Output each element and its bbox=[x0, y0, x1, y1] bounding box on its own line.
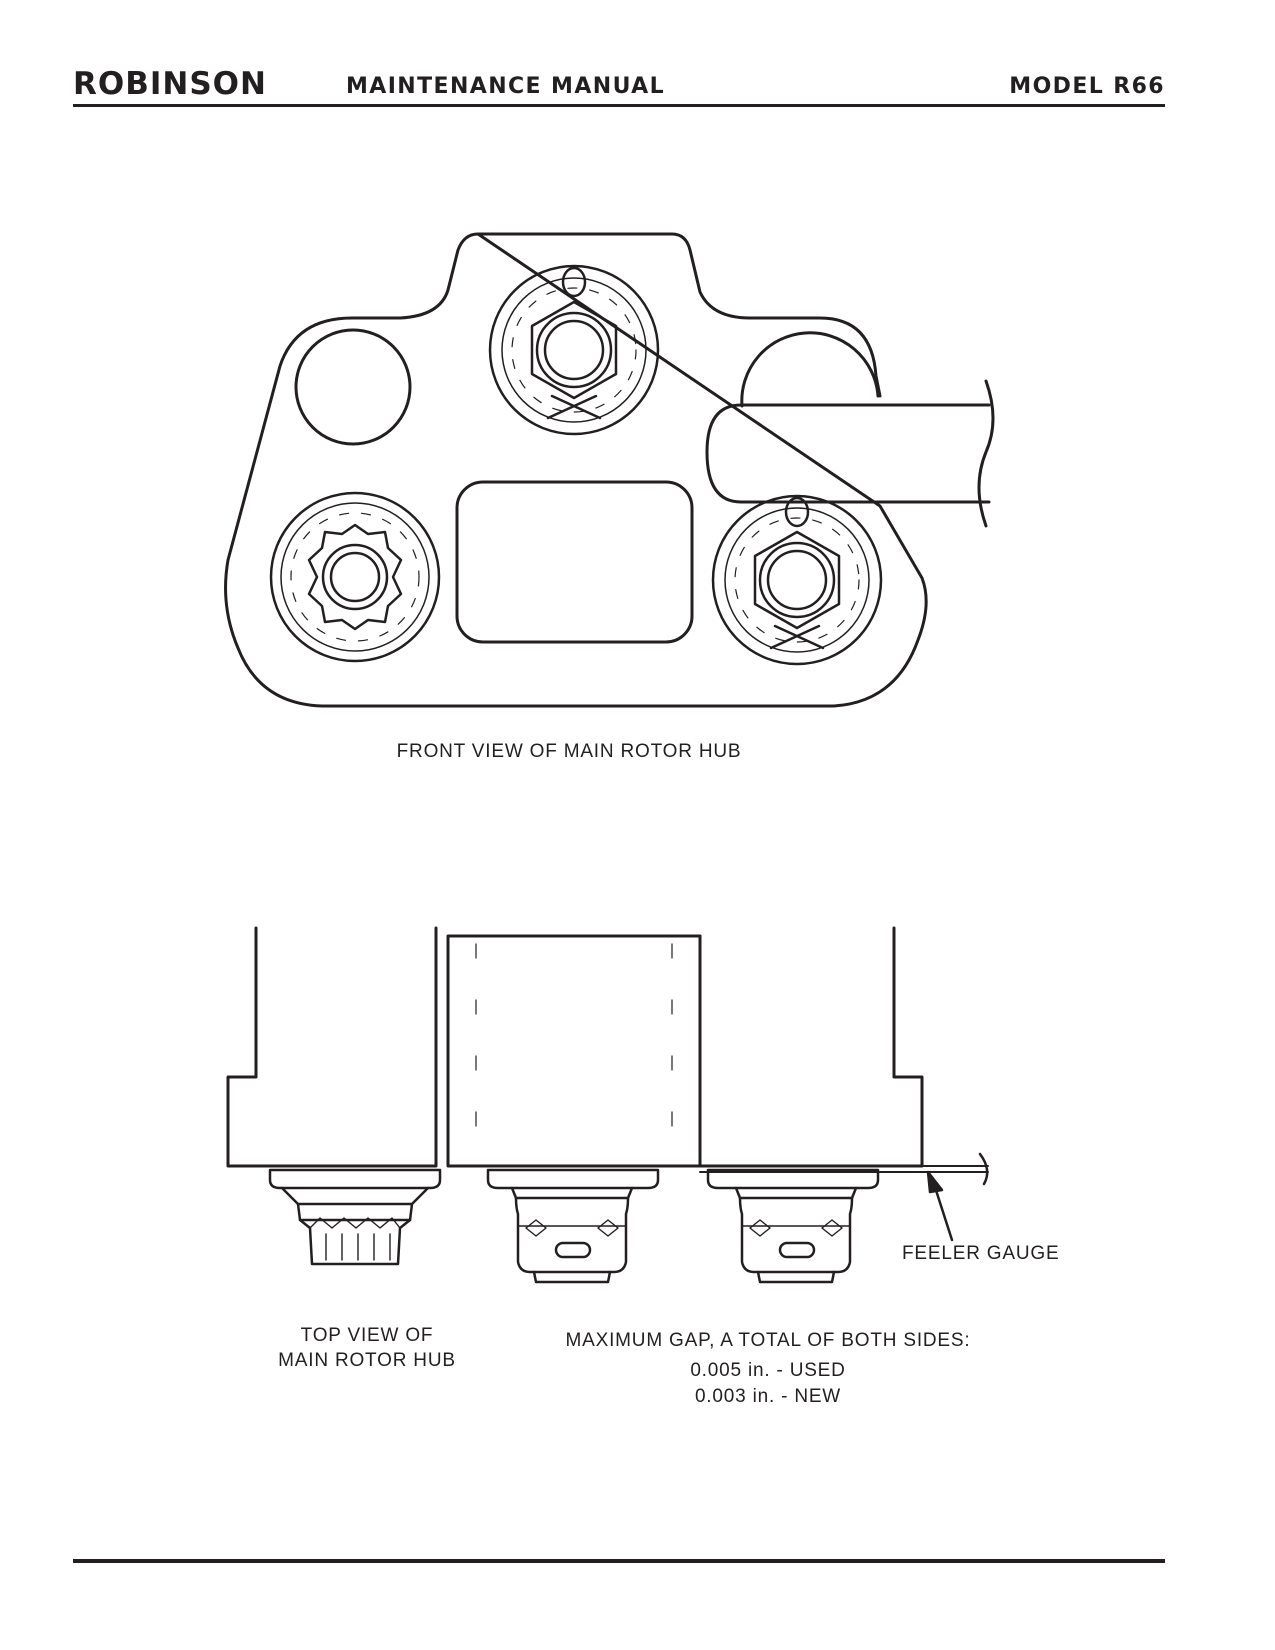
bolt-lower-right bbox=[711, 494, 883, 666]
hub-front-outline bbox=[224, 232, 928, 708]
feeler-gauge bbox=[699, 1152, 989, 1186]
model-label: MODEL R66 bbox=[1009, 74, 1165, 99]
nut-center bbox=[486, 1168, 660, 1284]
top-view-caption-line2: MAIN ROTOR HUB bbox=[278, 1350, 456, 1371]
top-view-caption-line1: TOP VIEW OF bbox=[300, 1325, 434, 1346]
blade-break bbox=[977, 379, 995, 528]
page-header: ROBINSON MAINTENANCE MANUAL MODEL R66 bbox=[73, 66, 1165, 110]
nut-right bbox=[706, 1168, 880, 1284]
gap-new: 0.003 in. - NEW bbox=[694, 1386, 842, 1407]
bolt-lower-left bbox=[269, 491, 441, 663]
hole-left bbox=[294, 328, 412, 446]
hole-right bbox=[740, 331, 880, 408]
feeler-gauge-label: FEELER GAUGE bbox=[902, 1243, 1060, 1264]
feeler-arrow bbox=[926, 1170, 954, 1242]
front-view-caption: FRONT VIEW OF MAIN ROTOR HUB bbox=[396, 741, 742, 762]
footer-rule bbox=[73, 1559, 1165, 1563]
left-block bbox=[226, 926, 438, 1168]
bolt-top bbox=[488, 264, 660, 436]
blade-arm bbox=[705, 403, 991, 504]
gap-used: 0.005 in. - USED bbox=[690, 1360, 846, 1381]
right-block bbox=[698, 926, 924, 1168]
gap-title: MAXIMUM GAP, A TOTAL OF BOTH SIDES: bbox=[565, 1330, 971, 1351]
header-rule bbox=[73, 104, 1165, 107]
nut-left bbox=[268, 1168, 442, 1266]
center-block bbox=[446, 934, 702, 1168]
brand-logo: ROBINSON bbox=[73, 66, 267, 102]
manual-title: MAINTENANCE MANUAL bbox=[346, 74, 665, 99]
center-window bbox=[455, 480, 694, 644]
